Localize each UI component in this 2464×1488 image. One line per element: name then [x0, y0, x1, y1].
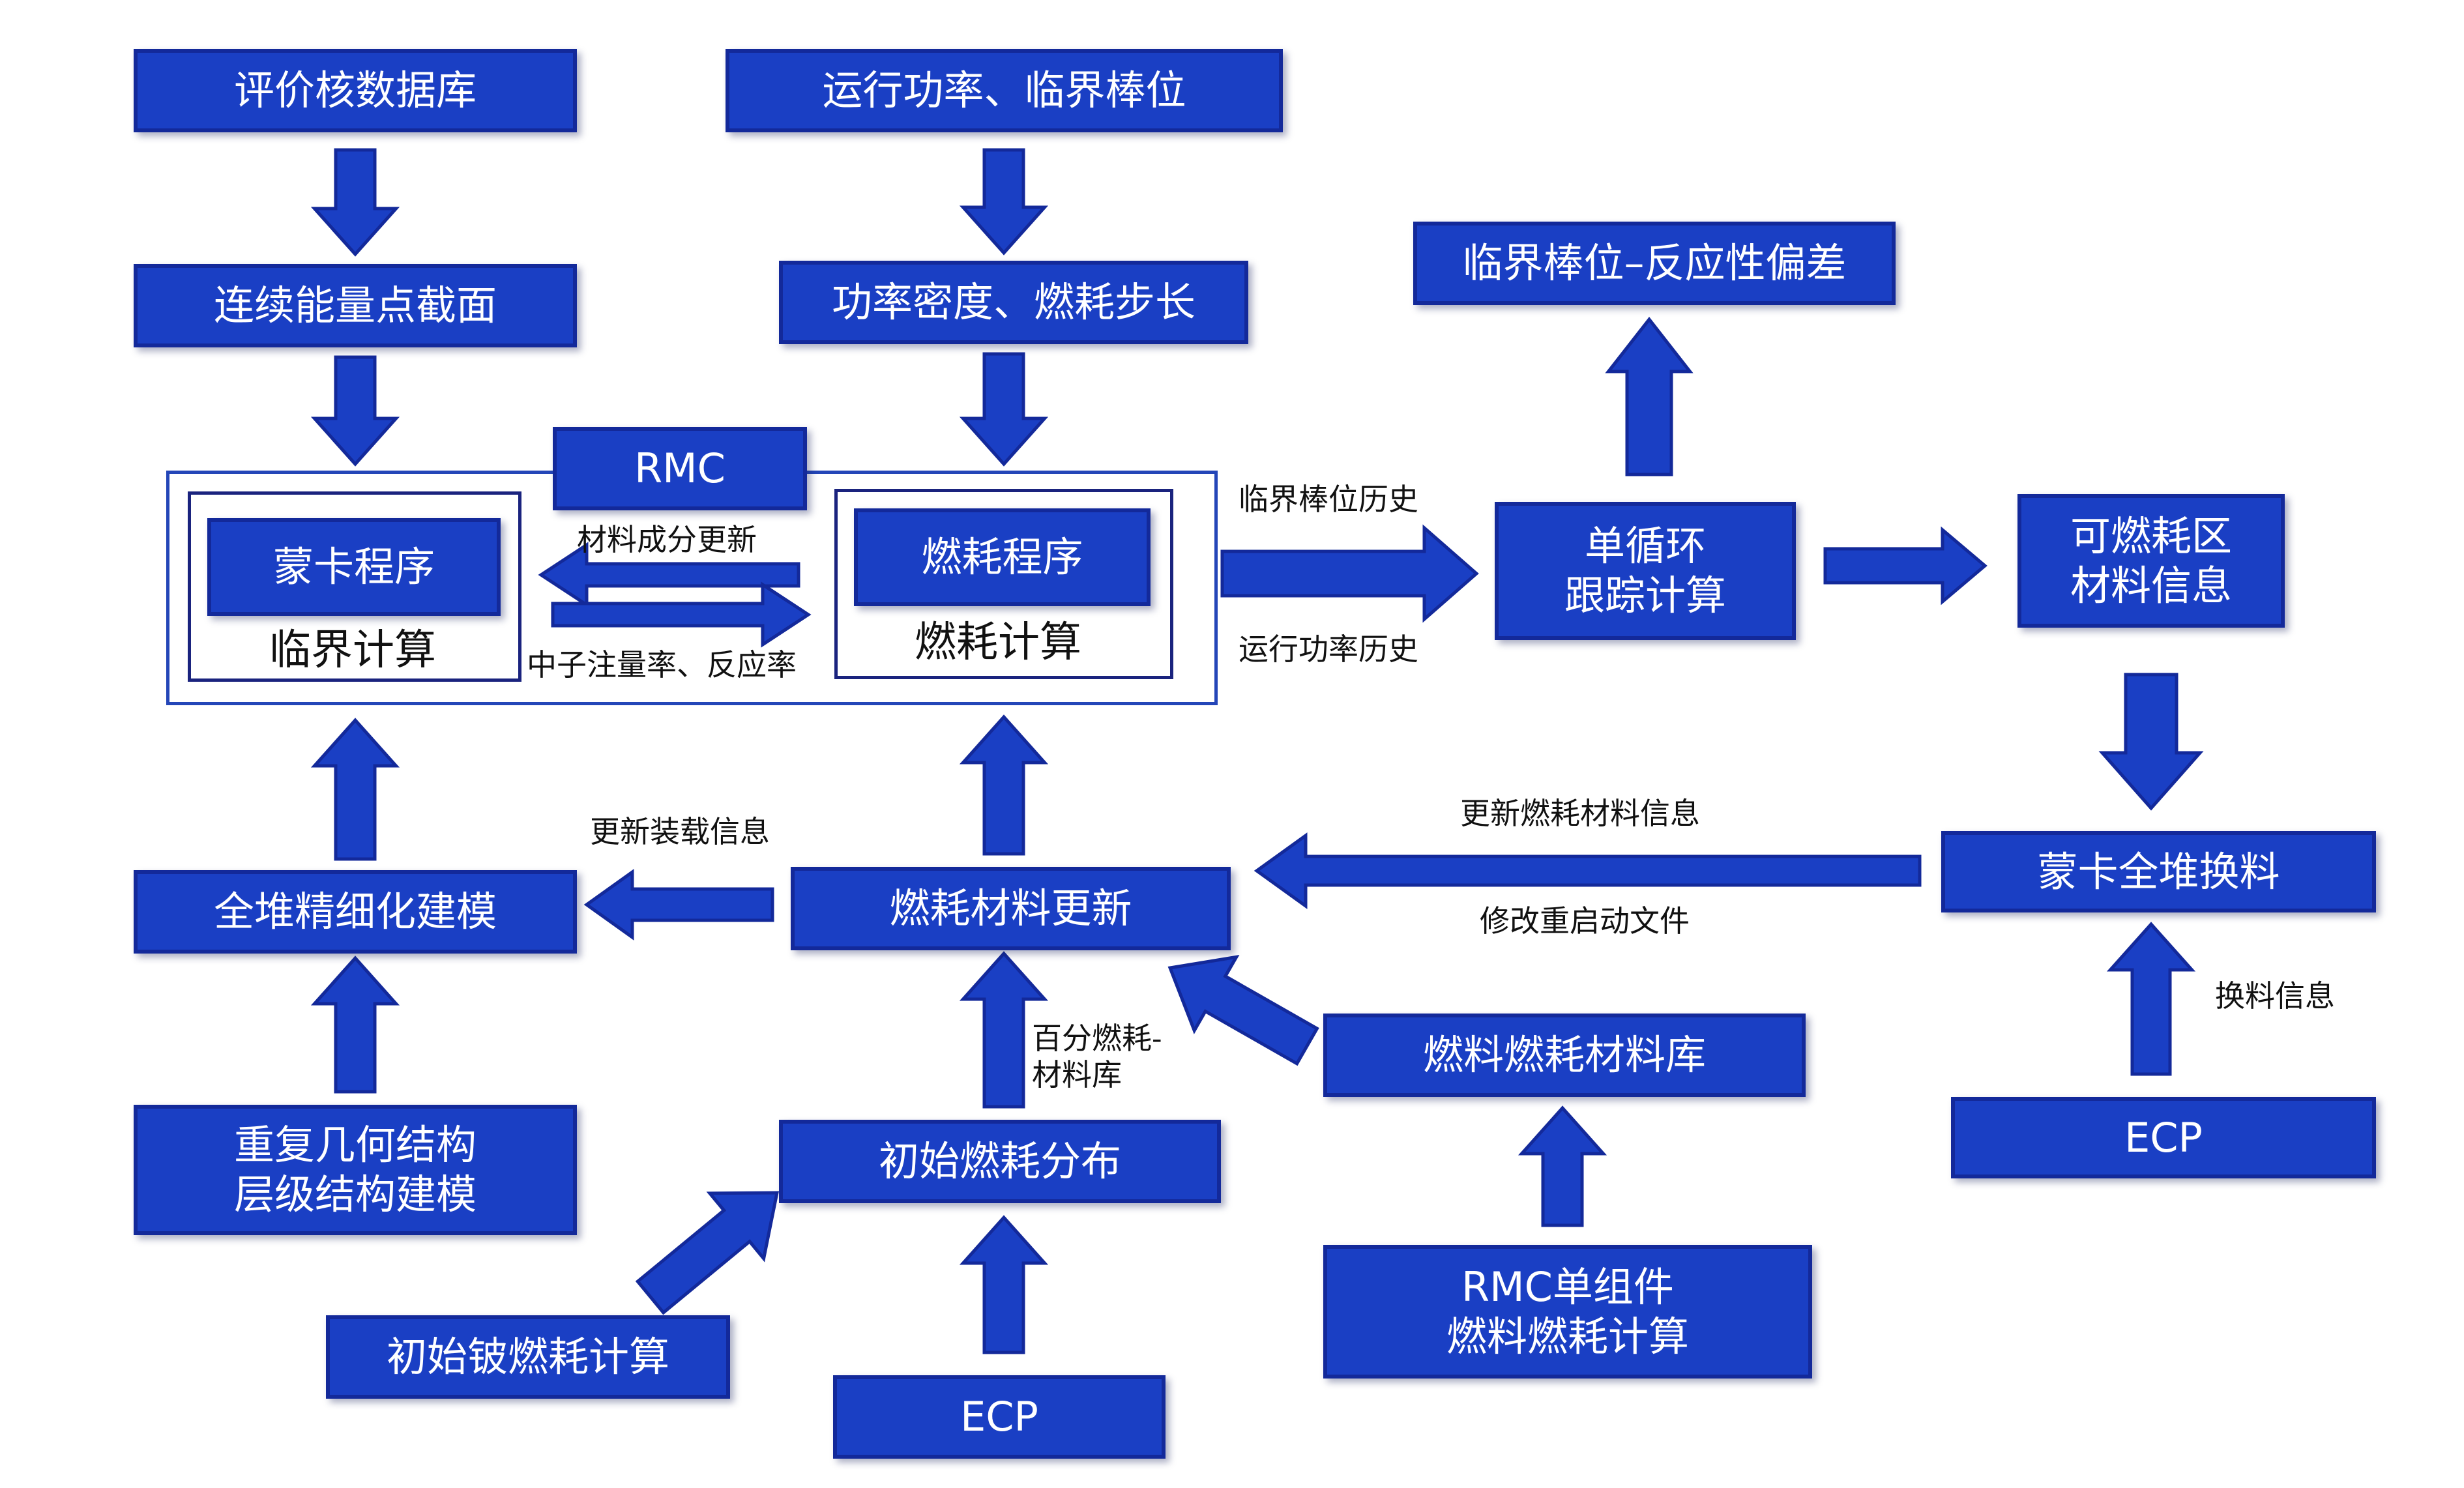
refuel-info-label: 换料信息	[2215, 978, 2335, 1014]
update-burnup-info-label: 更新燃耗材料信息	[1460, 796, 1700, 831]
critical-rod-history-label: 临界棒位历史	[1239, 482, 1418, 517]
arrow-refuel-to-update	[1254, 832, 1922, 909]
neutron-flux-label: 中子注量率、反应率	[527, 647, 797, 682]
arrow-mc-to-burnup	[551, 581, 812, 648]
arrow-update-to-frame	[959, 714, 1049, 856]
material-update-label: 材料成分更新	[577, 522, 757, 557]
continuous-xs-node: 连续能量点截面	[134, 264, 577, 347]
arrow-frame-to-cycle	[1220, 524, 1479, 623]
repeat-geom-node: 重复几何结构 层级结构建模	[134, 1105, 577, 1235]
arrow-ecp-to-dist	[959, 1215, 1049, 1354]
arrow-dist-to-update	[959, 951, 1049, 1109]
ecp-bottom-node: ECP	[833, 1375, 1166, 1459]
full-core-model-node: 全堆精细化建模	[134, 870, 577, 954]
arrow-zone-to-refuel	[2098, 673, 2204, 811]
single-cycle-node: 单循环 跟踪计算	[1495, 502, 1796, 640]
arrow-density-to-frame	[959, 352, 1049, 467]
power-rod-node: 运行功率、临界棒位	[726, 49, 1283, 132]
arrow-cycle-to-zone	[1823, 526, 1987, 605]
mc-program-node: 蒙卡程序	[207, 518, 501, 616]
arrow-assembly-to-lib	[1518, 1105, 1607, 1227]
fuel-burnup-lib-node: 燃料燃耗材料库	[1323, 1014, 1806, 1097]
rmc-node: RMC	[553, 427, 807, 510]
burnup-update-node: 燃耗材料更新	[791, 867, 1231, 950]
arrow-update-to-model	[583, 869, 774, 941]
arrow-cycle-to-dev	[1605, 316, 1694, 476]
initial-burnup-dist-node: 初始燃耗分布	[779, 1120, 1221, 1203]
burnable-zone-node: 可燃耗区 材料信息	[2017, 494, 2285, 628]
eval-db-node: 评价核数据库	[134, 49, 577, 132]
update-loading-label: 更新装载信息	[590, 814, 770, 849]
burnup-calc-title: 燃耗计算	[915, 619, 1081, 667]
arrow-model-to-frame	[310, 718, 400, 861]
arrow-power-to-density	[959, 148, 1049, 255]
power-history-label: 运行功率历史	[1239, 632, 1418, 667]
arrow-lib-to-update	[1167, 954, 1319, 1066]
arrow-geom-to-model	[310, 956, 400, 1094]
arrow-be-to-dist	[635, 1191, 780, 1315]
arrow-xs-to-frame	[310, 355, 400, 467]
arrow-evaldb-to-xs	[310, 148, 400, 257]
power-density-node: 功率密度、燃耗步长	[779, 261, 1248, 344]
critical-rod-dev-node: 临界棒位–反应性偏差	[1413, 222, 1896, 305]
rmc-single-assembly-node: RMC单组件 燃料燃耗计算	[1323, 1245, 1812, 1379]
percent-burnup-lib-label: 百分燃耗- 材料库	[1032, 1021, 1162, 1092]
burnup-program-node: 燃耗程序	[854, 508, 1151, 606]
critical-calc-title: 临界计算	[269, 626, 436, 675]
modify-restart-label: 修改重启动文件	[1480, 903, 1690, 939]
arrow-ecp-to-refuel	[2106, 922, 2196, 1076]
initial-be-burnup-node: 初始铍燃耗计算	[326, 1315, 730, 1399]
mc-core-refuel-node: 蒙卡全堆换料	[1941, 831, 2376, 912]
ecp-right-node: ECP	[1951, 1097, 2376, 1178]
